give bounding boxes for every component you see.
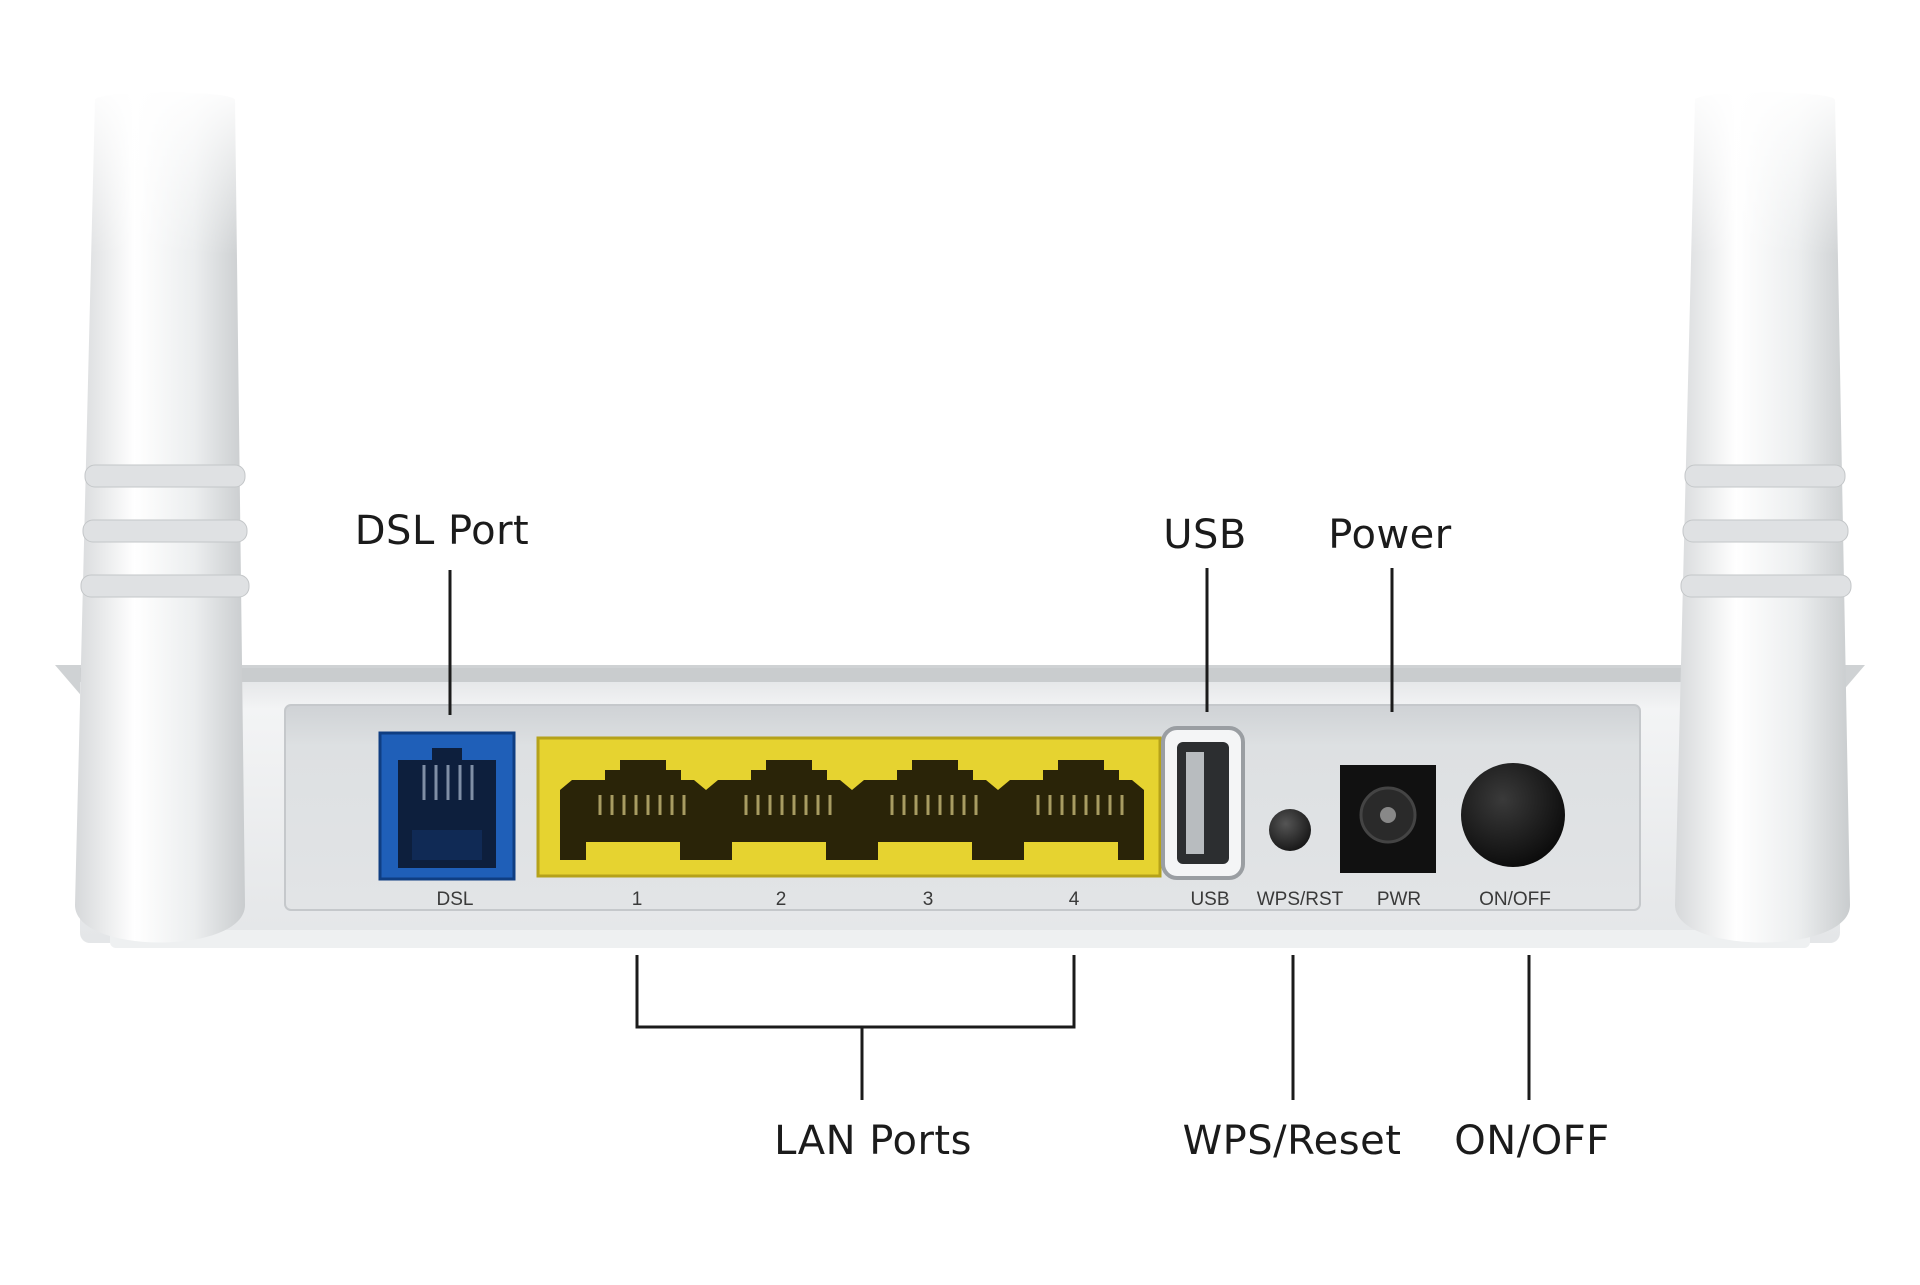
usb-port-icon	[1161, 726, 1245, 880]
power-switch-icon	[1461, 763, 1565, 867]
port-label-pwr: PWR	[1377, 889, 1421, 910]
port-label-lan-4: 4	[1069, 889, 1080, 910]
antenna-icon	[1660, 80, 1870, 943]
rj11-port-icon	[378, 731, 516, 881]
port-label-lan-1: 1	[632, 889, 643, 910]
callout-power: Power	[1328, 512, 1452, 558]
rj45-port-icon	[998, 760, 1144, 860]
callout-wps-reset: WPS/Reset	[1182, 1118, 1402, 1164]
callout-dsl-port: DSL Port	[354, 508, 530, 554]
port-label-dsl: DSL	[437, 889, 474, 910]
port-label-usb: USB	[1190, 889, 1229, 910]
wps-button-icon	[1269, 809, 1311, 851]
rj45-port-icon	[560, 760, 706, 860]
port-label-lan-3: 3	[923, 889, 934, 910]
rj45-port-icon	[852, 760, 998, 860]
lan-bracket	[635, 955, 1076, 1029]
leader-lines	[448, 568, 1531, 1100]
rj45-port-icon	[706, 760, 852, 860]
port-label-on-off: ON/OFF	[1479, 889, 1551, 910]
callout-on-off: ON/OFF	[1454, 1118, 1610, 1164]
dc-power-jack-icon	[1340, 765, 1436, 873]
callout-lan-ports: LAN Ports	[774, 1118, 972, 1164]
antenna-icon	[60, 80, 260, 943]
port-label-wps-rst: WPS/RST	[1257, 889, 1344, 910]
port-label-lan-2: 2	[776, 889, 787, 910]
callout-usb: USB	[1163, 512, 1247, 558]
